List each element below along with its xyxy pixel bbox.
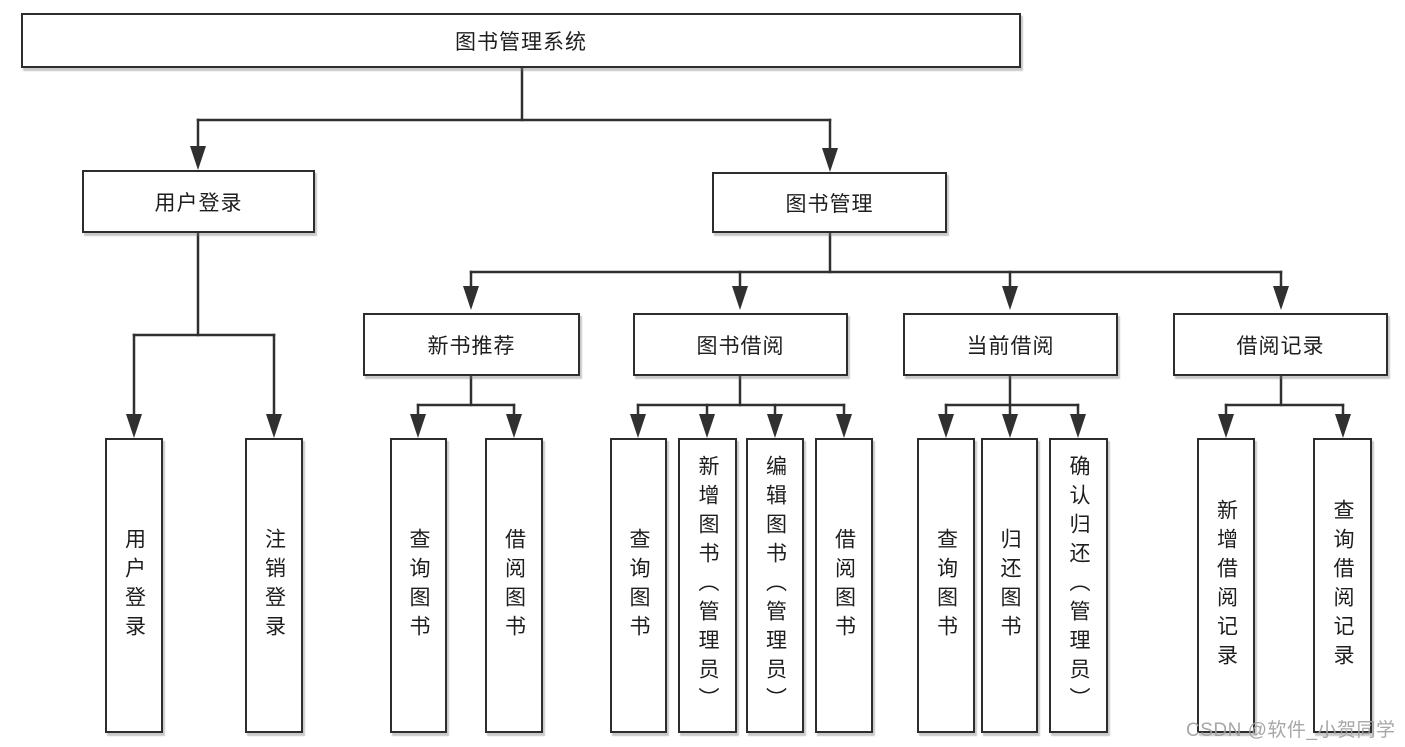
node-current-borrowing: 当前借阅 (903, 313, 1118, 376)
node-new-book-recommendation: 新书推荐 (363, 313, 580, 376)
node-user-login-label: 用户登录 (154, 191, 243, 215)
arrowheads (126, 146, 1351, 438)
leaf-user-login-label: 用户登录 (122, 527, 146, 644)
leaf-edit-book-admin-label: 编辑图书（管理员） (763, 455, 787, 716)
leaf-logout: 注销登录 (245, 438, 303, 733)
node-book-borrowing-label: 图书借阅 (696, 334, 785, 358)
leaf-borrow-books: 借阅图书 (815, 438, 873, 733)
leaf-borrow-books-recommend-label: 借阅图书 (502, 527, 526, 644)
node-book-management: 图书管理 (712, 172, 947, 233)
leaf-user-login: 用户登录 (105, 438, 163, 733)
node-borrowing-records: 借阅记录 (1173, 313, 1388, 376)
leaf-query-books-current-label: 查询图书 (934, 527, 958, 644)
leaf-query-books-borrow: 查询图书 (610, 438, 667, 733)
node-new-book-recommendation-label: 新书推荐 (427, 334, 516, 358)
leaf-borrow-books-label: 借阅图书 (832, 527, 856, 644)
node-book-borrowing: 图书借阅 (633, 313, 848, 376)
leaf-borrow-books-recommend: 借阅图书 (485, 438, 543, 733)
leaf-return-book-label: 归还图书 (998, 527, 1021, 644)
node-library-system: 图书管理系统 (21, 13, 1021, 68)
leaf-add-borrow-record: 新增借阅记录 (1197, 438, 1255, 733)
leaf-query-books-current: 查询图书 (917, 438, 975, 733)
leaf-confirm-return-admin-label: 确认归还（管理员） (1067, 455, 1090, 716)
node-current-borrowing-label: 当前借阅 (966, 334, 1055, 358)
leaf-query-borrow-record-label: 查询借阅记录 (1331, 498, 1354, 673)
leaf-query-borrow-record: 查询借阅记录 (1313, 438, 1372, 733)
leaf-add-book-admin: 新增图书（管理员） (678, 438, 737, 733)
node-library-system-label: 图书管理系统 (455, 30, 587, 54)
leaf-query-books-recommend: 查询图书 (390, 438, 447, 733)
csdn-watermark: CSDN @软件_小贺同学 (1186, 720, 1396, 741)
node-book-management-label: 图书管理 (785, 192, 874, 216)
leaf-edit-book-admin: 编辑图书（管理员） (746, 438, 804, 733)
leaf-query-books-borrow-label: 查询图书 (627, 527, 650, 644)
leaf-return-book: 归还图书 (981, 438, 1038, 733)
leaf-logout-label: 注销登录 (262, 527, 286, 644)
node-borrowing-records-label: 借阅记录 (1236, 334, 1325, 358)
node-user-login: 用户登录 (82, 170, 315, 233)
leaf-add-book-admin-label: 新增图书（管理员） (696, 455, 719, 716)
leaf-add-borrow-record-label: 新增借阅记录 (1214, 498, 1238, 673)
leaf-query-books-recommend-label: 查询图书 (407, 527, 430, 644)
leaf-confirm-return-admin: 确认归还（管理员） (1049, 438, 1108, 733)
